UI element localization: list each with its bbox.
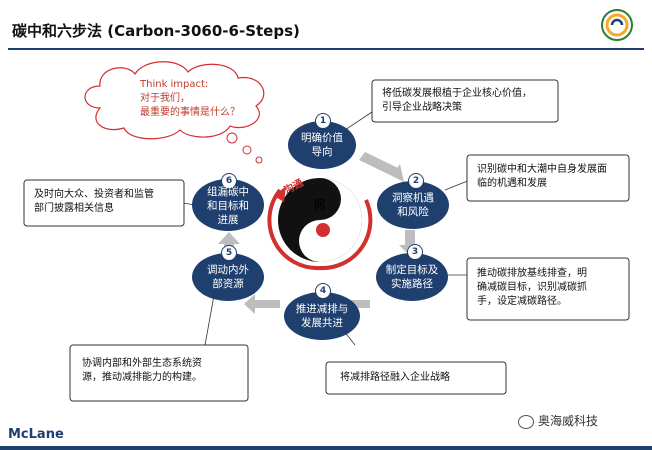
step-number-5: 5 bbox=[221, 245, 237, 261]
callout-box-1 bbox=[371, 79, 559, 123]
callout-6: 及时向大众、投资者和监管部门披露相关信息 bbox=[34, 189, 154, 214]
callout-4: 将减排路径融入企业战略 bbox=[340, 372, 450, 383]
mclane-logo-icon bbox=[601, 9, 633, 41]
step-node-1 bbox=[288, 121, 356, 169]
cloud-text: Think impact: 对于我们， 最重要的事情是什么？ bbox=[140, 78, 240, 120]
cloud-line-2: 对于我们， bbox=[140, 93, 190, 104]
step-node-6 bbox=[192, 179, 264, 231]
callout-box-5 bbox=[69, 344, 249, 402]
cloud-line-1: Think impact: bbox=[140, 79, 209, 90]
yin-yang bbox=[267, 178, 373, 271]
callout-1: 将低碳发展根植于企业核心价值，引导企业战略决策 bbox=[382, 88, 532, 113]
footer-bar bbox=[0, 446, 652, 450]
callout-box-2 bbox=[466, 154, 630, 202]
step-label-2: 洞察机遇和风险 bbox=[392, 192, 434, 218]
callout-2: 识别碳中和大潮中自身发展面临的机遇和发展 bbox=[477, 164, 607, 189]
thought-cloud bbox=[84, 61, 265, 164]
step-label-1: 明确价值导向 bbox=[301, 132, 343, 158]
callout-3: 推动碳排放基线排查，明确减碳目标，识别减碳抓手，设定减碳路径。 bbox=[477, 268, 587, 307]
page-title: 碳中和六步法 (Carbon-3060-6-Steps) bbox=[12, 22, 300, 40]
step-number-6: 6 bbox=[221, 173, 237, 189]
brand-name: McLane bbox=[8, 427, 64, 442]
step-label-6: 组漏碳中和目标和进展 bbox=[207, 186, 249, 226]
callout-box-6 bbox=[23, 179, 185, 227]
step-node-5 bbox=[192, 253, 264, 301]
step-number-4: 4 bbox=[315, 283, 331, 299]
step-number-1: 1 bbox=[315, 113, 331, 129]
step-number-3: 3 bbox=[407, 244, 423, 260]
step-label-3: 制定目标及实施路径 bbox=[385, 264, 439, 290]
wechat-icon bbox=[518, 414, 534, 429]
step-label-4: 推进减排与发展共进 bbox=[295, 303, 349, 329]
wechat-watermark: 奥海威科技 bbox=[518, 412, 598, 429]
step-node-2 bbox=[377, 181, 449, 229]
step-number-2: 2 bbox=[408, 173, 424, 189]
center-char-top: 问 bbox=[314, 198, 325, 211]
center-char-bottom: 题 bbox=[318, 238, 329, 251]
step-label-5: 调动内外部资源 bbox=[207, 264, 249, 290]
callout-box-4 bbox=[325, 361, 507, 395]
step-node-4 bbox=[284, 292, 360, 340]
callout-box-3 bbox=[466, 257, 630, 321]
step-node-3 bbox=[376, 253, 448, 301]
cloud-line-3: 最重要的事情是什么？ bbox=[140, 107, 240, 118]
title-divider bbox=[8, 48, 644, 50]
callout-5: 协调内部和外部生态系统资源，推动减排能力的构建。 bbox=[82, 358, 202, 383]
